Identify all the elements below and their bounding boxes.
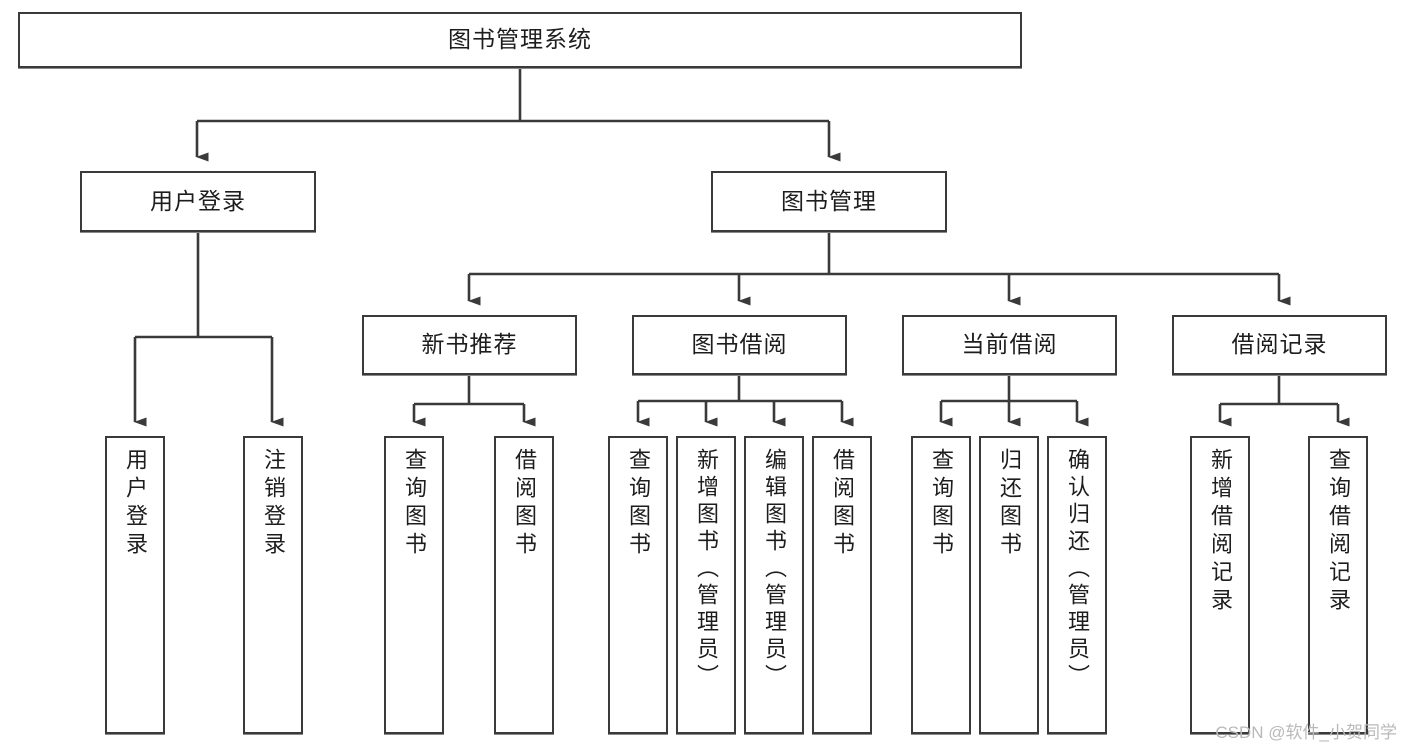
leaf-logout-login[interactable]: 注销登录 — [243, 436, 303, 734]
node-label: 查询图书 — [402, 448, 427, 560]
leaf-query-book-borrow[interactable]: 查询图书 — [608, 436, 668, 734]
leaf-return-book[interactable]: 归还图书 — [979, 436, 1039, 734]
node-label: 用户登录 — [150, 187, 246, 214]
node-label: 图书借阅 — [691, 331, 788, 358]
node-new-book-recommend[interactable]: 新书推荐 — [362, 315, 577, 375]
node-label: 借阅记录 — [1231, 331, 1328, 358]
node-book-borrow[interactable]: 图书借阅 — [632, 315, 847, 375]
node-current-borrow[interactable]: 当前借阅 — [902, 315, 1117, 375]
leaf-borrow-book-recommend[interactable]: 借阅图书 — [494, 436, 554, 734]
csdn-watermark: CSDN @软件_小贺同学 — [1215, 723, 1397, 742]
leaf-query-book-current[interactable]: 查询图书 — [911, 436, 971, 734]
leaf-query-borrow-record[interactable]: 查询借阅记录 — [1308, 436, 1368, 734]
node-label: 图书管理系统 — [448, 26, 592, 53]
leaf-edit-book[interactable]: 编辑图书（管理员） — [744, 436, 804, 734]
node-borrow-record[interactable]: 借阅记录 — [1172, 315, 1387, 375]
node-label: 归还图书 — [997, 448, 1022, 560]
node-label: 确认归还（管理员） — [1065, 448, 1090, 691]
node-user-login[interactable]: 用户登录 — [80, 171, 316, 232]
leaf-query-book-recommend[interactable]: 查询图书 — [384, 436, 444, 734]
node-label: 新增借阅记录 — [1208, 448, 1233, 616]
node-label: 图书管理 — [781, 187, 877, 214]
node-label: 查询图书 — [929, 448, 954, 560]
node-root-book-management-system[interactable]: 图书管理系统 — [18, 12, 1022, 68]
node-label: 借阅图书 — [512, 448, 537, 560]
leaf-borrow-book[interactable]: 借阅图书 — [812, 436, 872, 734]
node-book-manage[interactable]: 图书管理 — [711, 171, 947, 232]
leaf-add-book[interactable]: 新增图书（管理员） — [676, 436, 736, 734]
leaf-confirm-return[interactable]: 确认归还（管理员） — [1047, 436, 1107, 734]
node-label: 注销登录 — [261, 448, 286, 560]
node-label: 查询借阅记录 — [1326, 448, 1351, 616]
node-label: 用户登录 — [123, 448, 148, 560]
node-label: 查询图书 — [626, 448, 651, 560]
node-label: 编辑图书（管理员） — [762, 448, 787, 691]
node-label: 当前借阅 — [961, 331, 1058, 358]
leaf-user-login[interactable]: 用户登录 — [105, 436, 165, 734]
leaf-add-borrow-record[interactable]: 新增借阅记录 — [1190, 436, 1250, 734]
node-label: 新增图书（管理员） — [694, 448, 719, 691]
node-label: 新书推荐 — [421, 331, 518, 358]
node-label: 借阅图书 — [830, 448, 855, 560]
